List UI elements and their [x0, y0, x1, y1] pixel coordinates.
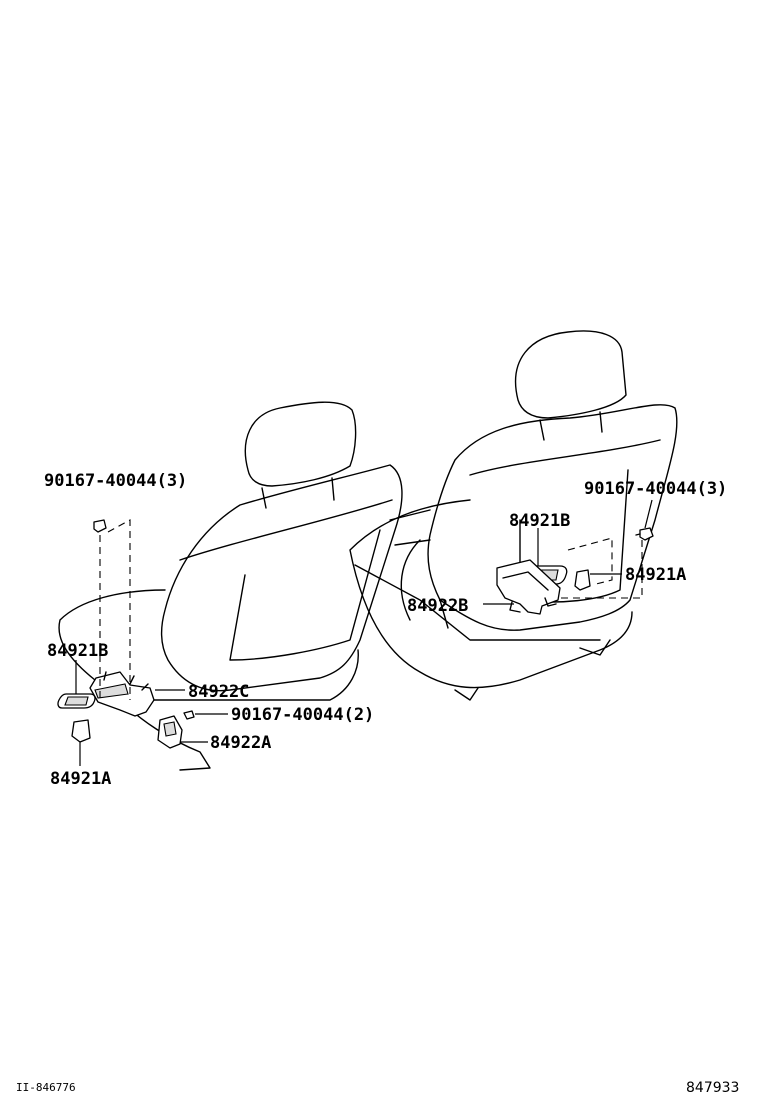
label-cover-84922a: 84922A — [210, 733, 271, 753]
left-seat-outline — [58, 401, 431, 771]
knob-84921a-right — [574, 569, 591, 591]
label-bolt-right: 90167-40044(3) — [584, 479, 727, 499]
footer-right-code: 847933 — [686, 1080, 739, 1096]
left-switch-assembly — [57, 519, 195, 749]
right-switch-assembly — [496, 527, 654, 615]
label-knob-84921a-left: 84921A — [50, 769, 111, 789]
label-bolt-mid: 90167-40044(2) — [231, 705, 374, 725]
bolt-mid — [183, 710, 195, 720]
cover-84922b — [496, 559, 561, 615]
label-switch-84921b-right: 84921B — [509, 511, 570, 531]
bolt-right — [639, 527, 654, 541]
knob-84921a-left — [71, 719, 91, 743]
label-bolt-left: 90167-40044(3) — [44, 471, 187, 491]
bolt-left — [93, 519, 107, 533]
footer-left-code: II-846776 — [16, 1081, 76, 1094]
label-switch-84921b-left: 84921B — [47, 641, 108, 661]
label-cover-84922c: 84922C — [188, 682, 249, 702]
label-cover-84922b: 84922B — [407, 596, 468, 616]
label-knob-84921a-right: 84921A — [625, 565, 686, 585]
